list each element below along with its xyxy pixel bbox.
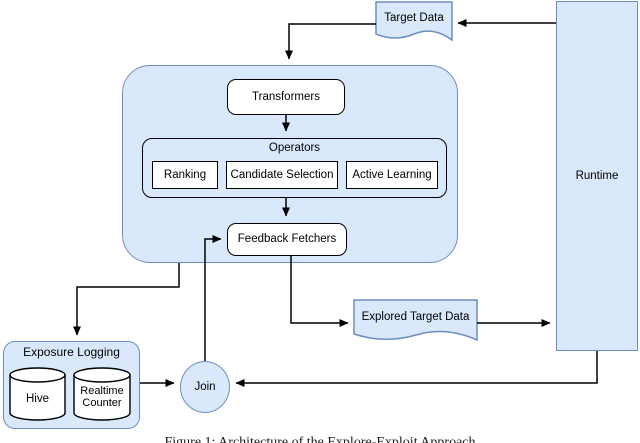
transformers-label: Transformers [252,90,320,103]
feedback-fetchers-label: Feedback Fetchers [237,233,337,245]
ranking-label: Ranking [163,168,207,181]
runtime-box: Runtime [556,1,638,351]
operators-label: Operators [268,141,321,154]
candidate-selection-label: Candidate Selection [230,168,334,181]
active-learning-label: Active Learning [352,168,432,181]
feedback-fetchers-box: Feedback Fetchers [227,223,347,256]
transformers-box: Transformers [227,79,345,115]
runtime-label: Runtime [575,169,619,182]
ranking-box: Ranking [152,161,218,189]
figure-caption: Figure 1: Architecture of the Explore-Ex… [164,435,476,443]
active-learning-box: Active Learning [346,161,438,189]
join-label: Join [194,380,216,393]
join-node: Join [180,361,230,413]
exposure-logging-label: Exposure Logging [23,344,120,359]
candidate-selection-box: Candidate Selection [226,161,338,189]
operators-group [142,138,447,198]
